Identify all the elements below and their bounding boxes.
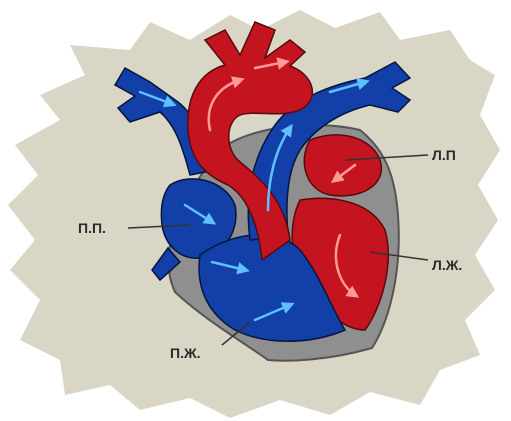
label-left-atrium: Л.П [432, 147, 456, 163]
label-right-ventricle: П.Ж. [170, 345, 201, 361]
label-left-ventricle: Л.Ж. [432, 257, 462, 273]
label-right-atrium: П.П. [78, 220, 106, 236]
